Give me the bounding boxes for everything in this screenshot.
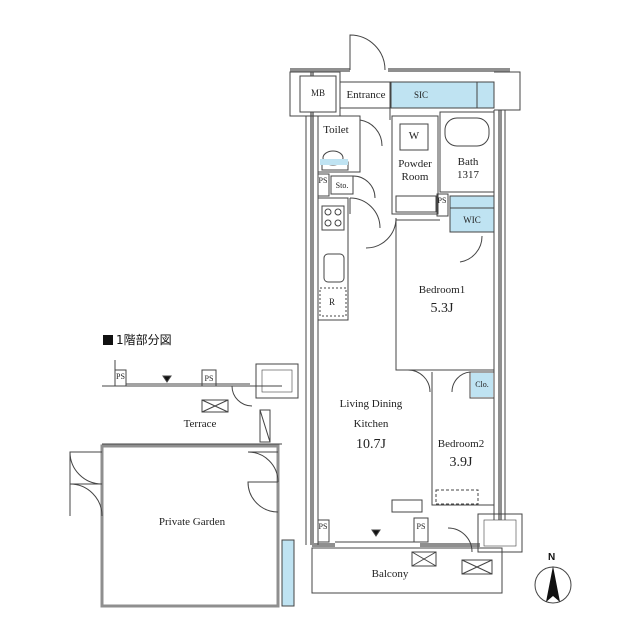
clo-storage [471, 373, 493, 397]
sic-storage-end [476, 81, 495, 109]
toilet-tank [320, 159, 348, 165]
toilet-room [317, 115, 383, 173]
bedroom1 [349, 197, 495, 371]
mb-closet [299, 75, 337, 113]
label-ps-3: PS [318, 522, 328, 531]
entrance-area [339, 81, 391, 120]
label-ldk-size: 10.7J [356, 437, 386, 452]
kitchen-counter [317, 197, 349, 321]
structural-column [477, 513, 523, 553]
private-garden [69, 444, 280, 608]
label-bath-2: 1317 [457, 169, 479, 181]
label-clo: Clo. [475, 380, 489, 389]
terrace [102, 360, 282, 445]
label-bedroom1: Bedroom1 [418, 284, 466, 296]
balcony [311, 527, 503, 594]
ldk-details [317, 499, 429, 543]
ps-sto [317, 173, 376, 199]
label-toilet: Toilet [323, 124, 349, 136]
label-mb: MB [310, 88, 325, 98]
label-private-garden: Private Garden [158, 516, 226, 528]
label-ps-5: PS [116, 372, 125, 381]
wic-storage [449, 195, 495, 233]
label-balcony: Balcony [371, 568, 409, 580]
label-sic: SIC [413, 90, 428, 100]
label-sto: Sto. [335, 181, 349, 190]
bedroom2 [407, 369, 495, 506]
north-arrow-icon [534, 566, 572, 604]
heading-square-icon [103, 335, 113, 345]
heading-text: 1階部分図 [116, 333, 172, 347]
label-bedroom2: Bedroom2 [437, 438, 485, 450]
partial-plan-heading: 1階部分図 [103, 331, 172, 348]
powder-room [391, 115, 439, 215]
label-bath-1: Bath [457, 156, 479, 168]
label-washer: W [408, 130, 420, 142]
label-ps-2: PS [437, 196, 447, 205]
label-bedroom1-size: 5.3J [430, 301, 454, 316]
label-terrace: Terrace [183, 418, 217, 430]
label-ldk-2: Kitchen [353, 418, 389, 430]
label-ps-4: PS [416, 522, 426, 531]
label-powder-1: Powder [398, 158, 432, 170]
label-ps-1: PS [318, 176, 328, 185]
label-ps-6: PS [204, 374, 214, 383]
exterior-walls [290, 68, 510, 547]
label-powder-2: Room [401, 171, 429, 183]
label-entrance: Entrance [346, 89, 386, 101]
label-bedroom2-size: 3.9J [449, 455, 473, 470]
label-ldk-1: Living Dining [339, 398, 403, 410]
label-wic: WIC [463, 215, 481, 225]
north-label: N [548, 552, 556, 563]
garden-strip [281, 539, 295, 607]
terrace-column [255, 363, 299, 399]
bath [439, 111, 495, 193]
ps-bath [436, 193, 449, 217]
label-refrigerator: R [328, 297, 335, 307]
